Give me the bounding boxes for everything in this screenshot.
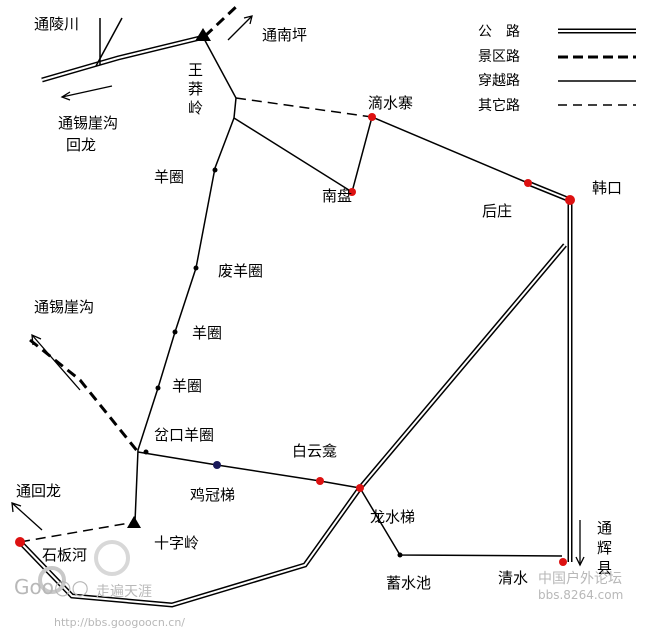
road-ridge-south [134,117,235,523]
label-tonghuixian-1: 通 [597,519,612,537]
label-longshuiti: 龙水梯 [370,508,415,526]
label-tonglingchuan: 通陵川 [34,15,79,33]
watermark-forum: 中国户外论坛 [538,570,622,587]
scenic-roads [29,4,239,453]
label-wangmangling-2: 莽 [188,80,203,98]
label-yangquan-low: 羊圈 [172,377,202,395]
longshuiti-dot [356,484,364,492]
legend-label-scenic: 景区路 [478,49,520,65]
baiyunkan-dot [316,477,324,485]
label-tonghuilong: 通回龙 [16,482,61,500]
label-shibanhe: 石板河 [42,546,87,564]
arrow-tongnanping [227,15,253,41]
feiyangquan-dot [193,265,199,271]
chakou-dot [143,449,149,455]
highway-hankou [527,180,573,562]
label-wangmangling-1: 王 [188,61,203,79]
label-tongxiyagou: 通锡崖沟 [34,298,94,316]
wangmangling-peak-icon [195,28,211,41]
xushuichi-dot [397,552,403,558]
other-shibanhe-shizi [19,521,136,543]
watermark-googoo: Goo○○ 走遍天涯 http://bbs.googoocn.cn/ [14,540,185,629]
label-hankou: 韩口 [592,179,622,197]
label-baiyunkan: 白云龛 [292,442,337,460]
legend-label-other: 其它路 [478,97,520,114]
dishuizhai-dot [368,113,376,121]
label-tongxiyagou-huilong-1: 通锡崖沟 [58,114,118,132]
shibanhe-dot [15,537,25,547]
watermark-slogan: 走遍天涯 [96,584,152,600]
label-feiyangquan: 废羊圈 [218,262,263,280]
yangquan-low-dot [155,385,161,391]
yangquan-mid-dot [172,329,178,335]
legend-label-highway: 公 路 [478,24,520,40]
scenic-tongxiyagou [29,338,140,453]
hankou-dot [565,195,575,205]
arrow-tongxiyagou [31,333,81,391]
arrow-tonghuilong [11,502,43,531]
qingshui-dot [559,558,567,566]
scenic-tongnanping [203,4,239,38]
watermark-8264: 中国户外论坛 bbs.8264.com [538,570,623,602]
watermark-ring-2 [94,540,130,576]
label-houzhuang: 后庄 [482,202,512,220]
jiguanti-dot [213,461,221,469]
label-shiziling: 十字岭 [154,534,199,552]
road-chakou-baiyun [137,451,361,489]
label-yangquan-top: 羊圈 [154,168,184,186]
highway-diagonal [358,243,567,490]
shiziling-peak-icon [127,516,141,528]
label-tonghuixian-3: 县 [597,559,612,577]
label-yangquan-mid: 羊圈 [192,324,222,342]
legend-label-through: 穿越路 [478,73,520,89]
label-chakou-yangquan: 岔口羊圈 [154,426,214,444]
label-nanpan: 南盘 [322,187,352,205]
houzhuang-dot [524,179,532,187]
label-xushuichi: 蓄水池 [386,574,431,592]
other-roads [19,97,373,543]
poi-markers [15,113,575,566]
yangquan-top-dot [212,167,218,173]
label-dishuizhai: 滴水寨 [368,94,413,112]
label-tongxiyagou-huilong-2: 回龙 [66,136,96,154]
highway-tonglingchuan [41,35,201,83]
label-wangmangling-3: 岭 [188,99,203,117]
highway-southern [18,486,363,608]
label-jiguanti: 鸡冠梯 [190,486,235,504]
watermark-forum-url: bbs.8264.com [538,588,623,602]
watermark-logo: Goo○○ [14,575,89,599]
other-wangmang-dishui [235,97,373,118]
arrow-tonglingchuan [60,85,113,101]
label-tonghuixian-2: 辉 [597,539,612,557]
nanpan-dot [348,188,356,196]
watermark-url: http://bbs.googoocn.cn/ [54,616,185,629]
road-wangmang-top2 [95,17,123,67]
legend: 公 路 景区路 穿越路 其它路 [478,24,636,114]
place-labels: 通陵川 王 莽 岭 通南坪 滴水寨 通锡崖沟 回龙 羊圈 南盘 后庄 韩口 废羊… [16,15,622,592]
road-wangmang-dishui [201,34,529,194]
label-tongnanping: 通南坪 [262,26,307,44]
arrow-tonghuixian [575,520,585,567]
direction-arrows [11,15,585,567]
label-qingshui: 清水 [498,569,528,587]
watermark-ring-1 [38,566,66,594]
